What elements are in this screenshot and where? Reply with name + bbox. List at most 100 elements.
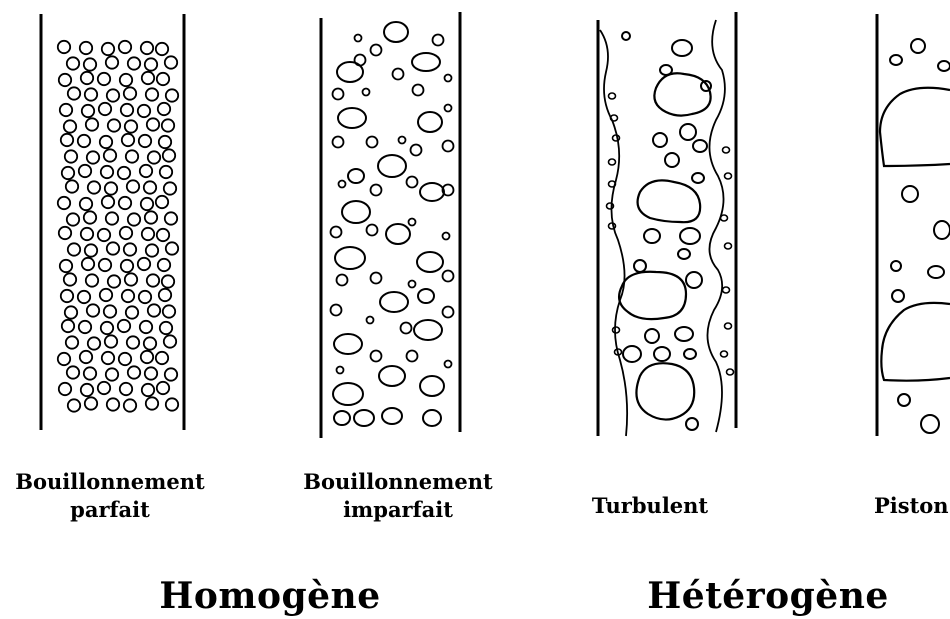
bubble <box>145 367 157 379</box>
column-perfect-bubbling <box>41 14 184 430</box>
bubble <box>384 22 408 42</box>
bubble <box>122 134 134 146</box>
bubble <box>121 260 133 272</box>
bubble <box>68 87 80 99</box>
bubble <box>342 201 370 223</box>
bubble <box>371 45 382 56</box>
group-heterogeneous: Hétérogène <box>618 576 918 616</box>
bubble <box>105 335 117 347</box>
bubble <box>338 108 366 128</box>
bubble <box>61 134 73 146</box>
bubble <box>118 167 130 179</box>
bubble <box>938 61 950 71</box>
bubble <box>911 39 925 53</box>
bubble <box>122 290 134 302</box>
bubble <box>613 135 620 141</box>
bubble <box>60 104 72 116</box>
bubble <box>81 72 93 84</box>
bubble <box>80 42 92 54</box>
bubble <box>166 398 178 410</box>
bubble <box>145 58 157 70</box>
bubble <box>159 289 171 301</box>
bubble <box>337 275 348 286</box>
bubble <box>87 151 99 163</box>
bubble <box>164 335 176 347</box>
gas-pocket <box>636 363 694 419</box>
bubble <box>355 55 366 66</box>
bubble <box>102 196 114 208</box>
bubble <box>146 244 158 256</box>
bubble <box>78 291 90 303</box>
bubble <box>407 351 418 362</box>
slug-bubble <box>880 88 950 166</box>
bubble <box>333 89 344 100</box>
bubble <box>120 227 132 239</box>
bubble <box>159 136 171 148</box>
bubble <box>147 118 159 130</box>
bubble <box>140 321 152 333</box>
bubble <box>157 229 169 241</box>
label-turbulent-line1: Turbulent <box>570 492 730 520</box>
bubble <box>348 169 364 183</box>
bubble <box>609 159 616 165</box>
bubble <box>81 384 93 396</box>
bubble <box>892 290 904 302</box>
bubble <box>146 88 158 100</box>
bubble <box>721 215 728 221</box>
bubble <box>413 85 424 96</box>
bubble <box>420 183 444 201</box>
bubble <box>85 88 97 100</box>
bubble <box>417 252 443 272</box>
bubble <box>160 322 172 334</box>
bubble <box>82 258 94 270</box>
bubble <box>128 213 140 225</box>
bubble <box>101 322 113 334</box>
bubble <box>101 166 113 178</box>
bubble <box>78 135 90 147</box>
bubble <box>367 137 378 148</box>
bubble <box>147 274 159 286</box>
label-slug: Piston <box>874 492 950 520</box>
bubble <box>100 136 112 148</box>
bubble <box>81 228 93 240</box>
bubble <box>142 384 154 396</box>
bubble <box>445 105 452 112</box>
label-perfect-bubbling-line1: Bouillonnement <box>0 468 220 496</box>
bubble <box>65 150 77 162</box>
bubble <box>165 56 177 68</box>
bubble <box>144 181 156 193</box>
bubble <box>126 306 138 318</box>
bubble <box>104 305 116 317</box>
bubble <box>420 376 444 396</box>
bubble <box>65 306 77 318</box>
bubble <box>443 271 454 282</box>
bubble <box>58 353 70 365</box>
bubble <box>141 351 153 363</box>
bubble <box>725 243 732 249</box>
column-turbulent <box>598 12 736 436</box>
bubble <box>164 182 176 194</box>
bubble <box>693 140 707 152</box>
bubble <box>106 212 118 224</box>
bubble <box>88 337 100 349</box>
bubble <box>127 180 139 192</box>
bubble <box>99 259 111 271</box>
bubble <box>139 291 151 303</box>
bubble <box>160 166 172 178</box>
label-imperfect-bubbling-line2: imparfait <box>288 496 508 524</box>
flow-regime-diagram <box>0 0 950 470</box>
bubble <box>645 329 659 343</box>
bubble <box>443 233 450 240</box>
bubble <box>333 383 363 405</box>
bubble <box>692 173 704 183</box>
bubble <box>128 366 140 378</box>
group-heterogeneous-label: Hétérogène <box>647 575 889 617</box>
bubble <box>80 351 92 363</box>
bubble <box>891 261 901 271</box>
bubble <box>146 397 158 409</box>
bubble <box>414 320 442 340</box>
bubble <box>407 177 418 188</box>
bubble <box>139 135 151 147</box>
bubble <box>107 398 119 410</box>
bubble <box>401 323 412 334</box>
